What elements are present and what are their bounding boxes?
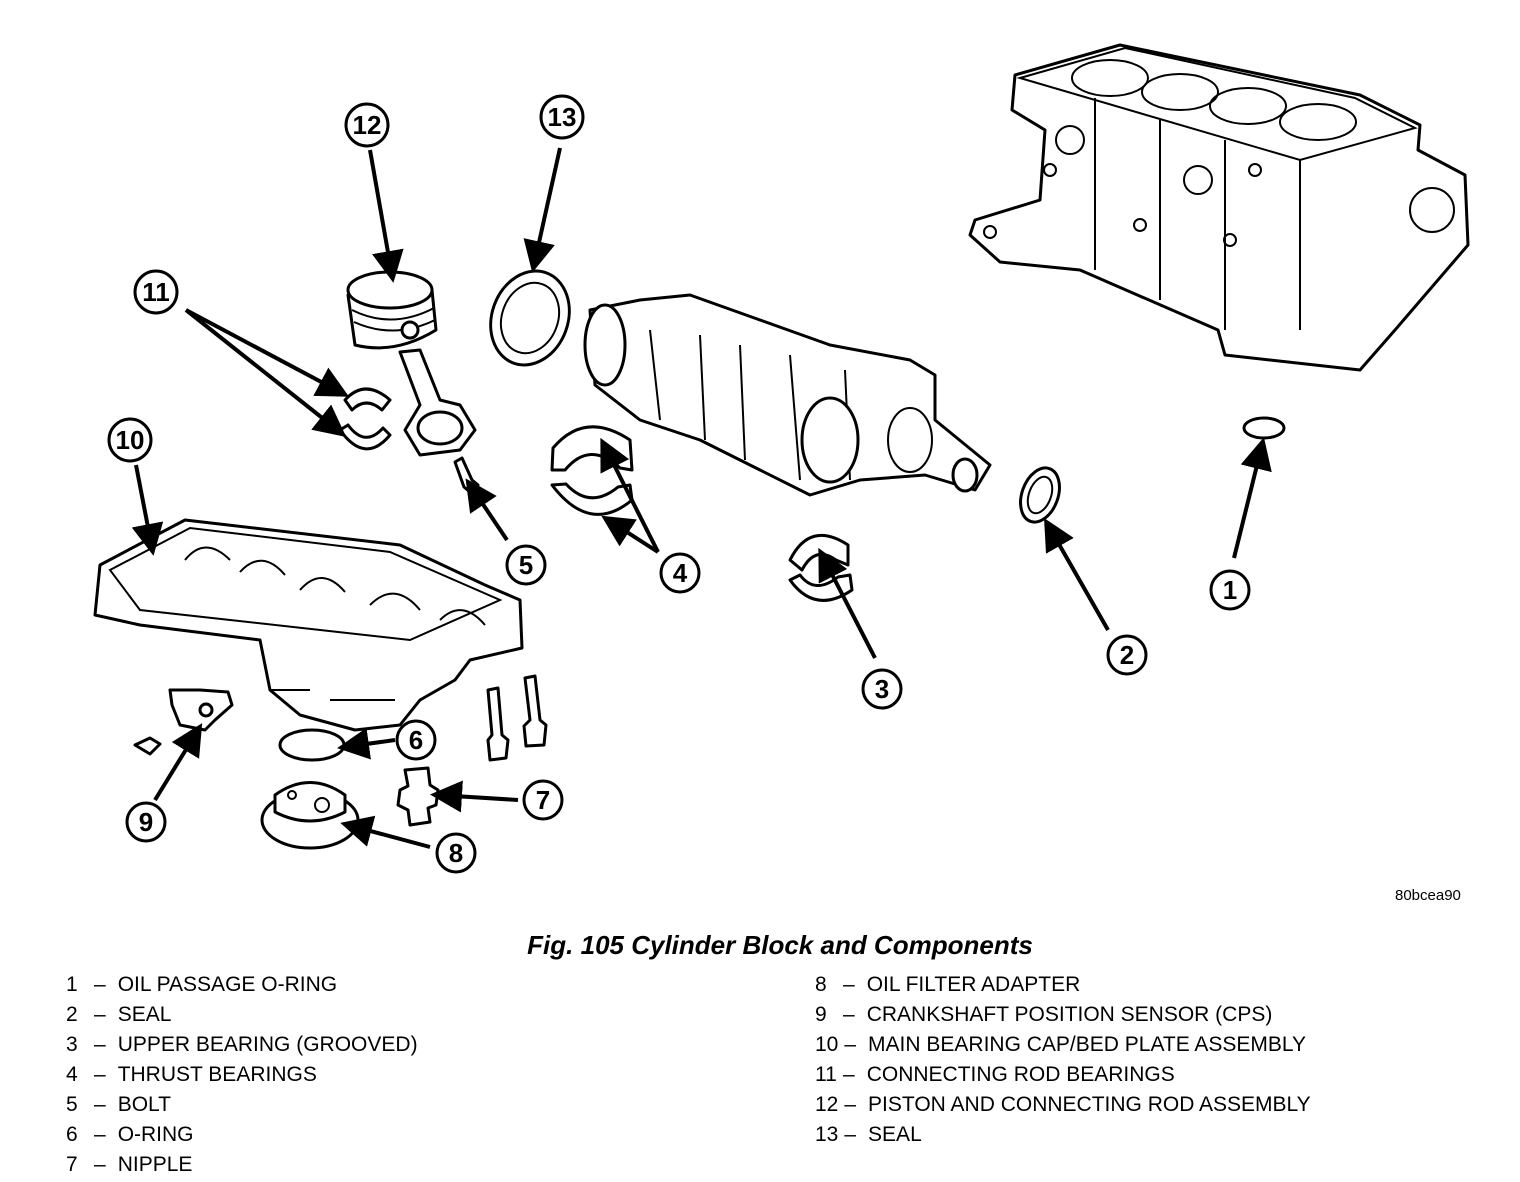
callout-12: 12 (344, 102, 390, 148)
callout-10: 10 (107, 417, 153, 463)
callout-6: 6 (395, 719, 437, 761)
rear-seal-drawing (489, 269, 571, 367)
bolts-pair-drawing (486, 674, 548, 762)
callout-4: 4 (659, 552, 701, 594)
rod-bearings-drawing (338, 387, 392, 451)
svg-text:6: 6 (409, 725, 423, 755)
callout-9: 9 (125, 801, 167, 843)
oring-oil-passage-drawing (1242, 416, 1286, 440)
cps-sensor-drawing (133, 688, 234, 756)
svg-text:12: 12 (353, 110, 382, 140)
figure-caption: Fig. 105 Cylinder Block and Components (527, 930, 1033, 960)
svg-text:11: 11 (142, 277, 170, 307)
piston-rod-drawing (346, 270, 477, 457)
callout-13: 13 (539, 94, 585, 140)
exploded-view-diagram: 1 2 3 4 5 6 7 8 9 10 11 12 13 (93, 43, 1470, 874)
callout-1: 1 (1209, 569, 1251, 611)
svg-text:13: 13 (548, 102, 577, 132)
bolt-drawing (453, 456, 480, 494)
leader-lines (131, 147, 1272, 849)
legend-item-7: 7–NIPPLE (66, 1153, 193, 1176)
svg-text:4: 4 (673, 558, 688, 588)
thrust-bearings-drawing (550, 425, 634, 516)
svg-text:7: 7 (536, 785, 550, 815)
legend-item-5: 5–BOLT (66, 1093, 171, 1116)
legend-item-1: 1–OIL PASSAGE O-RING (66, 973, 338, 996)
callout-2: 2 (1106, 634, 1148, 676)
svg-text:5: 5 (519, 550, 533, 580)
legend-item-12: 12–PISTON AND CONNECTING ROD ASSEMBLY (815, 1093, 1311, 1116)
callout-5: 5 (505, 544, 547, 586)
callout-8: 8 (435, 832, 477, 874)
front-seal-inner (1026, 475, 1054, 515)
legend-item-10: 10–MAIN BEARING CAP/BED PLATE ASSEMBLY (815, 1033, 1307, 1056)
upper-bearing-drawing (788, 534, 854, 602)
svg-text:2: 2 (1120, 640, 1134, 670)
legend-item-13: 13–SEAL (815, 1123, 922, 1146)
legend-item-6: 6–O-RING (66, 1123, 194, 1146)
svg-text:8: 8 (449, 838, 463, 868)
svg-text:9: 9 (139, 807, 153, 837)
svg-text:10: 10 (116, 425, 145, 455)
oil-filter-adapter-drawing (260, 781, 360, 850)
front-seal-drawing (1019, 466, 1061, 524)
oring-6-drawing (278, 728, 346, 762)
cylinder-block-drawing (968, 43, 1470, 372)
legend-item-11: 11–CONNECTING ROD BEARINGS (815, 1063, 1175, 1086)
legend-item-8: 8–OIL FILTER ADAPTER (815, 973, 1081, 996)
legend-item-2: 2–SEAL (66, 1003, 172, 1026)
legend-right-column: 8–OIL FILTER ADAPTER 9–CRANKSHAFT POSITI… (815, 970, 1311, 1150)
legend-left-column: 1–OIL PASSAGE O-RING 2–SEAL 3–UPPER BEAR… (66, 970, 418, 1180)
legend-item-9: 9–CRANKSHAFT POSITION SENSOR (CPS) (815, 1003, 1273, 1026)
legend-item-3: 3–UPPER BEARING (GROOVED) (66, 1033, 418, 1056)
callout-11: 11 (133, 269, 179, 315)
crankshaft-drawing (583, 293, 992, 497)
rear-seal-inner (499, 281, 561, 355)
image-code: 80bcea90 (1395, 887, 1461, 904)
svg-text:3: 3 (875, 674, 889, 704)
bed-plate-drawing (93, 518, 524, 732)
nipple-drawing (396, 766, 440, 827)
svg-text:1: 1 (1223, 575, 1237, 605)
legend-item-4: 4–THRUST BEARINGS (66, 1063, 317, 1086)
callout-3: 3 (861, 668, 903, 710)
callout-7: 7 (522, 779, 564, 821)
